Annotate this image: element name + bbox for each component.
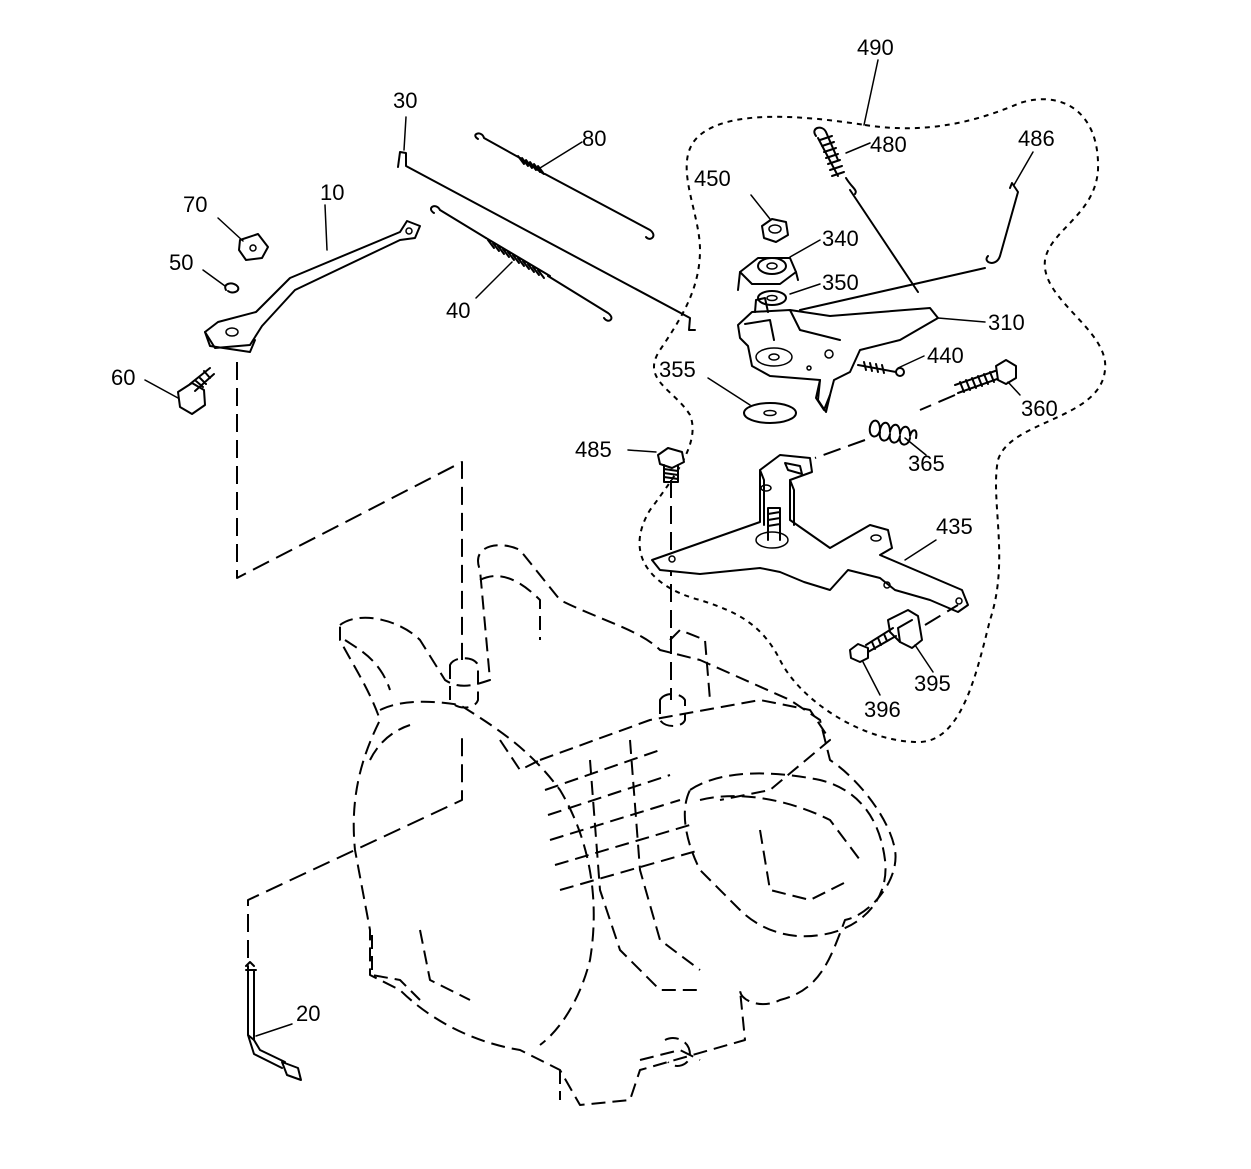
label-part-360: 360 [1021,396,1058,421]
label-part-310: 310 [988,310,1025,335]
part-355-washer [743,402,797,424]
label-part-440: 440 [927,343,964,368]
label-part-30: 30 [393,88,417,113]
label-part-396: 396 [864,697,901,722]
part-485-bolt [657,447,685,483]
label-part-486: 486 [1018,126,1055,151]
part-40-spring [430,205,613,322]
lever-assembly-leader [236,362,463,660]
part-450-nut [761,218,789,243]
label-part-60: 60 [111,365,135,390]
assembly-490-boundary [638,98,1107,744]
part-10-governor-lever [204,220,421,353]
part-440-screw [857,361,905,377]
label-part-435: 435 [936,514,973,539]
part-20-leader [247,735,463,958]
part-70-nut [238,233,269,261]
label-part-70: 70 [183,192,207,217]
part-30-rod [397,151,696,331]
part-435-bracket [651,454,969,613]
part-480-spring [813,126,919,293]
label-part-80: 80 [582,126,606,151]
part-486-link [799,182,1019,311]
label-part-450: 450 [694,166,731,191]
part-310-control-lever [737,297,939,413]
label-part-355: 355 [659,357,696,382]
part-340-collar [737,257,799,291]
part-50-clip [224,282,240,294]
part-396-screw [849,627,897,663]
label-part-490: 490 [857,35,894,60]
part-395-clip [887,604,959,649]
label-part-365: 365 [908,451,945,476]
part-60-bolt [177,367,215,415]
label-part-40: 40 [446,298,470,323]
part-20-rod [245,961,302,1081]
part-365-spring [814,419,918,459]
label-part-50: 50 [169,250,193,275]
label-part-485: 485 [575,437,612,462]
label-part-10: 10 [320,180,344,205]
label-part-395: 395 [914,671,951,696]
engine-block [339,544,897,1106]
label-part-480: 480 [870,132,907,157]
part-80-spring [474,132,655,240]
label-part-20: 20 [296,1001,320,1026]
label-part-350: 350 [822,270,859,295]
label-part-340: 340 [822,226,859,251]
part-360-screw [919,359,1017,411]
